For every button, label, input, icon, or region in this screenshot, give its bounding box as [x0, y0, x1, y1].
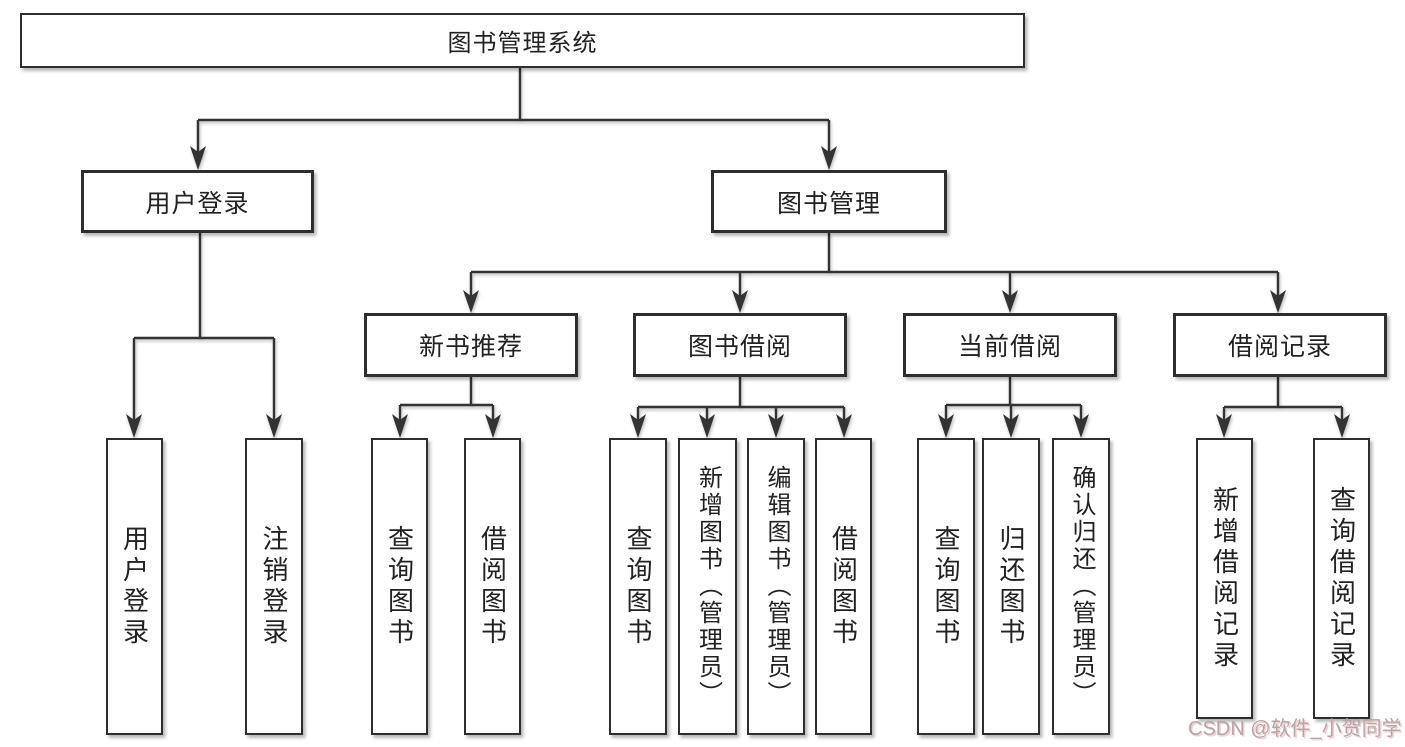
arrowhead	[1270, 290, 1286, 313]
node-new-book-recommend: 新书推荐	[364, 313, 578, 377]
leaf-label: 编辑图书（管理员）	[763, 465, 790, 708]
node-current-borrow: 当前借阅	[903, 313, 1117, 377]
node-label: 当前借阅	[957, 333, 1062, 361]
leaf-borrow-books: 借阅图书	[815, 438, 872, 735]
arrowhead	[392, 414, 408, 438]
node-label: 图书管理系统	[447, 30, 598, 57]
arrowhead	[1003, 414, 1019, 438]
leaf-query-borrow-record: 查询借阅记录	[1313, 438, 1370, 719]
arrowhead	[938, 414, 954, 438]
leaf-label: 用户登录	[119, 524, 150, 649]
node-library-system: 图书管理系统	[20, 13, 1025, 68]
node-borrow-record: 借阅记录	[1173, 313, 1387, 377]
leaf-query-books-current: 查询图书	[917, 438, 975, 735]
arrowhead	[836, 414, 852, 438]
leaf-query-books-borrow: 查询图书	[609, 438, 667, 735]
node-book-management: 图书管理	[711, 170, 947, 233]
leaf-label: 归还图书	[996, 524, 1026, 649]
leaf-add-borrow-record: 新增借阅记录	[1196, 438, 1253, 719]
leaf-label: 新增借阅记录	[1209, 485, 1240, 672]
arrowhead	[1073, 414, 1089, 438]
node-label: 图书管理	[776, 189, 881, 218]
leaf-label: 查询图书	[623, 524, 653, 649]
leaf-borrow-books-recommend: 借阅图书	[464, 438, 521, 735]
arrowhead	[463, 290, 479, 313]
arrowhead	[266, 414, 282, 438]
node-label: 借阅记录	[1227, 333, 1332, 361]
leaf-return-book: 归还图书	[982, 438, 1040, 735]
arrowhead	[1002, 290, 1018, 313]
node-label: 用户登录	[145, 189, 250, 218]
arrowhead	[1216, 414, 1232, 438]
arrowhead	[768, 414, 784, 438]
leaf-label: 借阅图书	[477, 524, 508, 649]
node-label: 新书推荐	[418, 333, 523, 361]
leaf-logout: 注销登录	[245, 438, 303, 735]
leaf-user-login: 用户登录	[106, 438, 163, 735]
leaf-label: 查询借阅记录	[1326, 485, 1357, 672]
arrowhead	[1334, 414, 1350, 438]
leaf-label: 新增图书（管理员）	[694, 465, 722, 708]
arrowhead	[732, 290, 748, 313]
arrowhead	[630, 414, 646, 438]
leaf-edit-book-admin: 编辑图书（管理员）	[747, 438, 805, 735]
leaf-confirm-return-admin: 确认归还（管理员）	[1052, 438, 1110, 735]
leaf-label: 注销登录	[259, 524, 289, 649]
leaf-label: 确认归还（管理员）	[1068, 465, 1095, 708]
arrowhead	[190, 146, 206, 170]
arrowhead	[126, 414, 142, 438]
leaf-query-books-recommend: 查询图书	[371, 438, 428, 735]
csdn-watermark: CSDN @软件_小贺同学	[1188, 718, 1402, 740]
arrowhead	[699, 414, 715, 438]
leaf-label: 借阅图书	[828, 524, 859, 649]
leaf-label: 查询图书	[384, 524, 415, 649]
leaf-add-book-admin: 新增图书（管理员）	[678, 438, 737, 735]
node-label: 图书借阅	[687, 333, 792, 361]
arrowhead	[821, 146, 837, 170]
leaf-label: 查询图书	[931, 524, 961, 649]
arrowhead	[485, 414, 501, 438]
node-user-login: 用户登录	[81, 170, 314, 233]
node-book-borrow: 图书借阅	[633, 313, 847, 377]
